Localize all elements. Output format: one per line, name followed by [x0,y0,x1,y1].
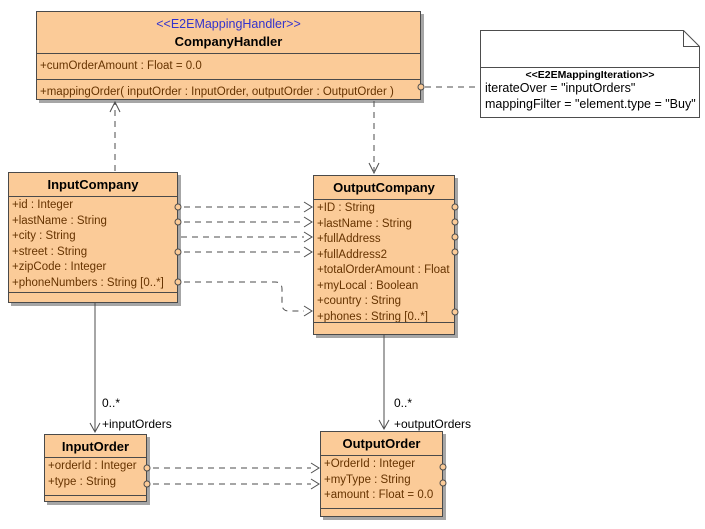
class-name: InputOrder [61,438,130,454]
attribute-row: +fullAddress [317,233,381,245]
note-outline [480,30,700,118]
attribute-row: +street : String [12,245,88,258]
mapping-iteration-note[interactable]: <<E2EMappingIteration>> iterateOver = "i… [480,30,700,118]
attributes-compartment: +id : Integer +lastName : String +city : S… [9,196,177,292]
attribute-row: +country : String [317,295,402,307]
attribute-row: +myLocal : Boolean [317,279,419,292]
note-stereotype: <<E2EMappingIteration>> [525,69,655,81]
class-name: OutputCompany [333,180,435,195]
operation-row: +mappingOrder( inputOrder : InputOrder, … [40,86,394,98]
attribute-row: +ID : String [317,202,375,214]
class-input-order[interactable]: InputOrder +orderId : Integer +type : Str… [44,434,147,502]
mapping-city-to-fulladdress [181,231,313,243]
multiplicity-label-output: 0..* [394,396,413,410]
attribute-row: +lastName : String [12,214,107,227]
mapping-id-to-ID [174,201,313,213]
class-header: OutputCompany [314,176,454,199]
attribute-row: +id : Integer [12,199,74,211]
role-label-input-orders: +inputOrders [102,417,172,431]
dependency-handler-to-outputcompany [368,101,380,175]
attributes-compartment: +cumOrderAmount : Float = 0.0 [37,53,420,79]
class-name: CompanyHandler [174,33,283,49]
attributes-compartment: +orderId : Integer +type : String [45,457,146,495]
class-name: OutputOrder [342,436,421,451]
mapping-orderid-to-OrderId [143,462,320,474]
note-anchor-line [417,83,479,91]
class-header: OutputOrder [321,432,442,455]
mapping-phonenumbers-to-phones [174,278,313,317]
note-iterate-over: iterateOver = "inputOrders" [485,81,636,95]
attribute-row: +myType : String [324,473,411,486]
note-mapping-filter: mappingFilter = "element.type = "Buy" [485,97,696,111]
operations-compartment [9,292,177,302]
attributes-compartment: +ID : String +lastName : String +fullAddre… [314,199,454,323]
class-header: InputOrder [45,435,146,457]
operations-compartment [321,508,442,516]
attribute-row: +amount : Float = 0.0 [324,489,434,501]
class-name: InputCompany [47,177,139,192]
operations-compartment [45,495,146,501]
class-header: InputCompany [9,173,177,196]
class-stereotype: <<E2EMappingHandler>> [156,16,301,31]
class-output-company[interactable]: OutputCompany +ID : String +lastName : St… [313,175,455,335]
association-inputcompany-inputorders [89,303,101,434]
association-outputcompany-outputorders [378,335,390,431]
dependency-inputcompany-to-handler [109,100,121,171]
class-output-order[interactable]: OutputOrder +OrderId : Integer +myType : … [320,431,443,517]
mapping-lastname-to-lastname [174,216,313,228]
class-input-company[interactable]: InputCompany +id : Integer +lastName : St… [8,172,178,303]
attribute-row: +OrderId : Integer [324,458,416,470]
operations-compartment [314,322,454,334]
attribute-row: +type : String [48,475,117,488]
class-company-handler[interactable]: <<E2EMappingHandler>> CompanyHandler +cu… [36,11,421,100]
attribute-row: +lastName : String [317,217,412,230]
attribute-row: +fullAddress2 [317,248,387,261]
attribute-row: +totalOrderAmount : Float [317,264,450,276]
attribute-row: +cumOrderAmount : Float = 0.0 [40,60,202,72]
mapping-type-to-mytype [143,478,320,490]
attribute-row: +zipCode : Integer [12,261,107,273]
multiplicity-label-input: 0..* [102,396,121,410]
attribute-row: +orderId : Integer [48,460,137,472]
attributes-compartment: +OrderId : Integer +myType : String +amoun… [321,455,442,508]
attribute-row: +phones : String [0..*] [317,310,428,323]
mapping-street-to-fulladdress2 [174,246,313,258]
class-header: <<E2EMappingHandler>> CompanyHandler [37,12,420,53]
attribute-row: +phoneNumbers : String [0..*] [12,276,164,289]
operations-compartment: +mappingOrder( inputOrder : InputOrder, … [37,79,420,103]
role-label-output-orders: +outputOrders [394,417,472,431]
attribute-row: +city : String [12,230,76,242]
